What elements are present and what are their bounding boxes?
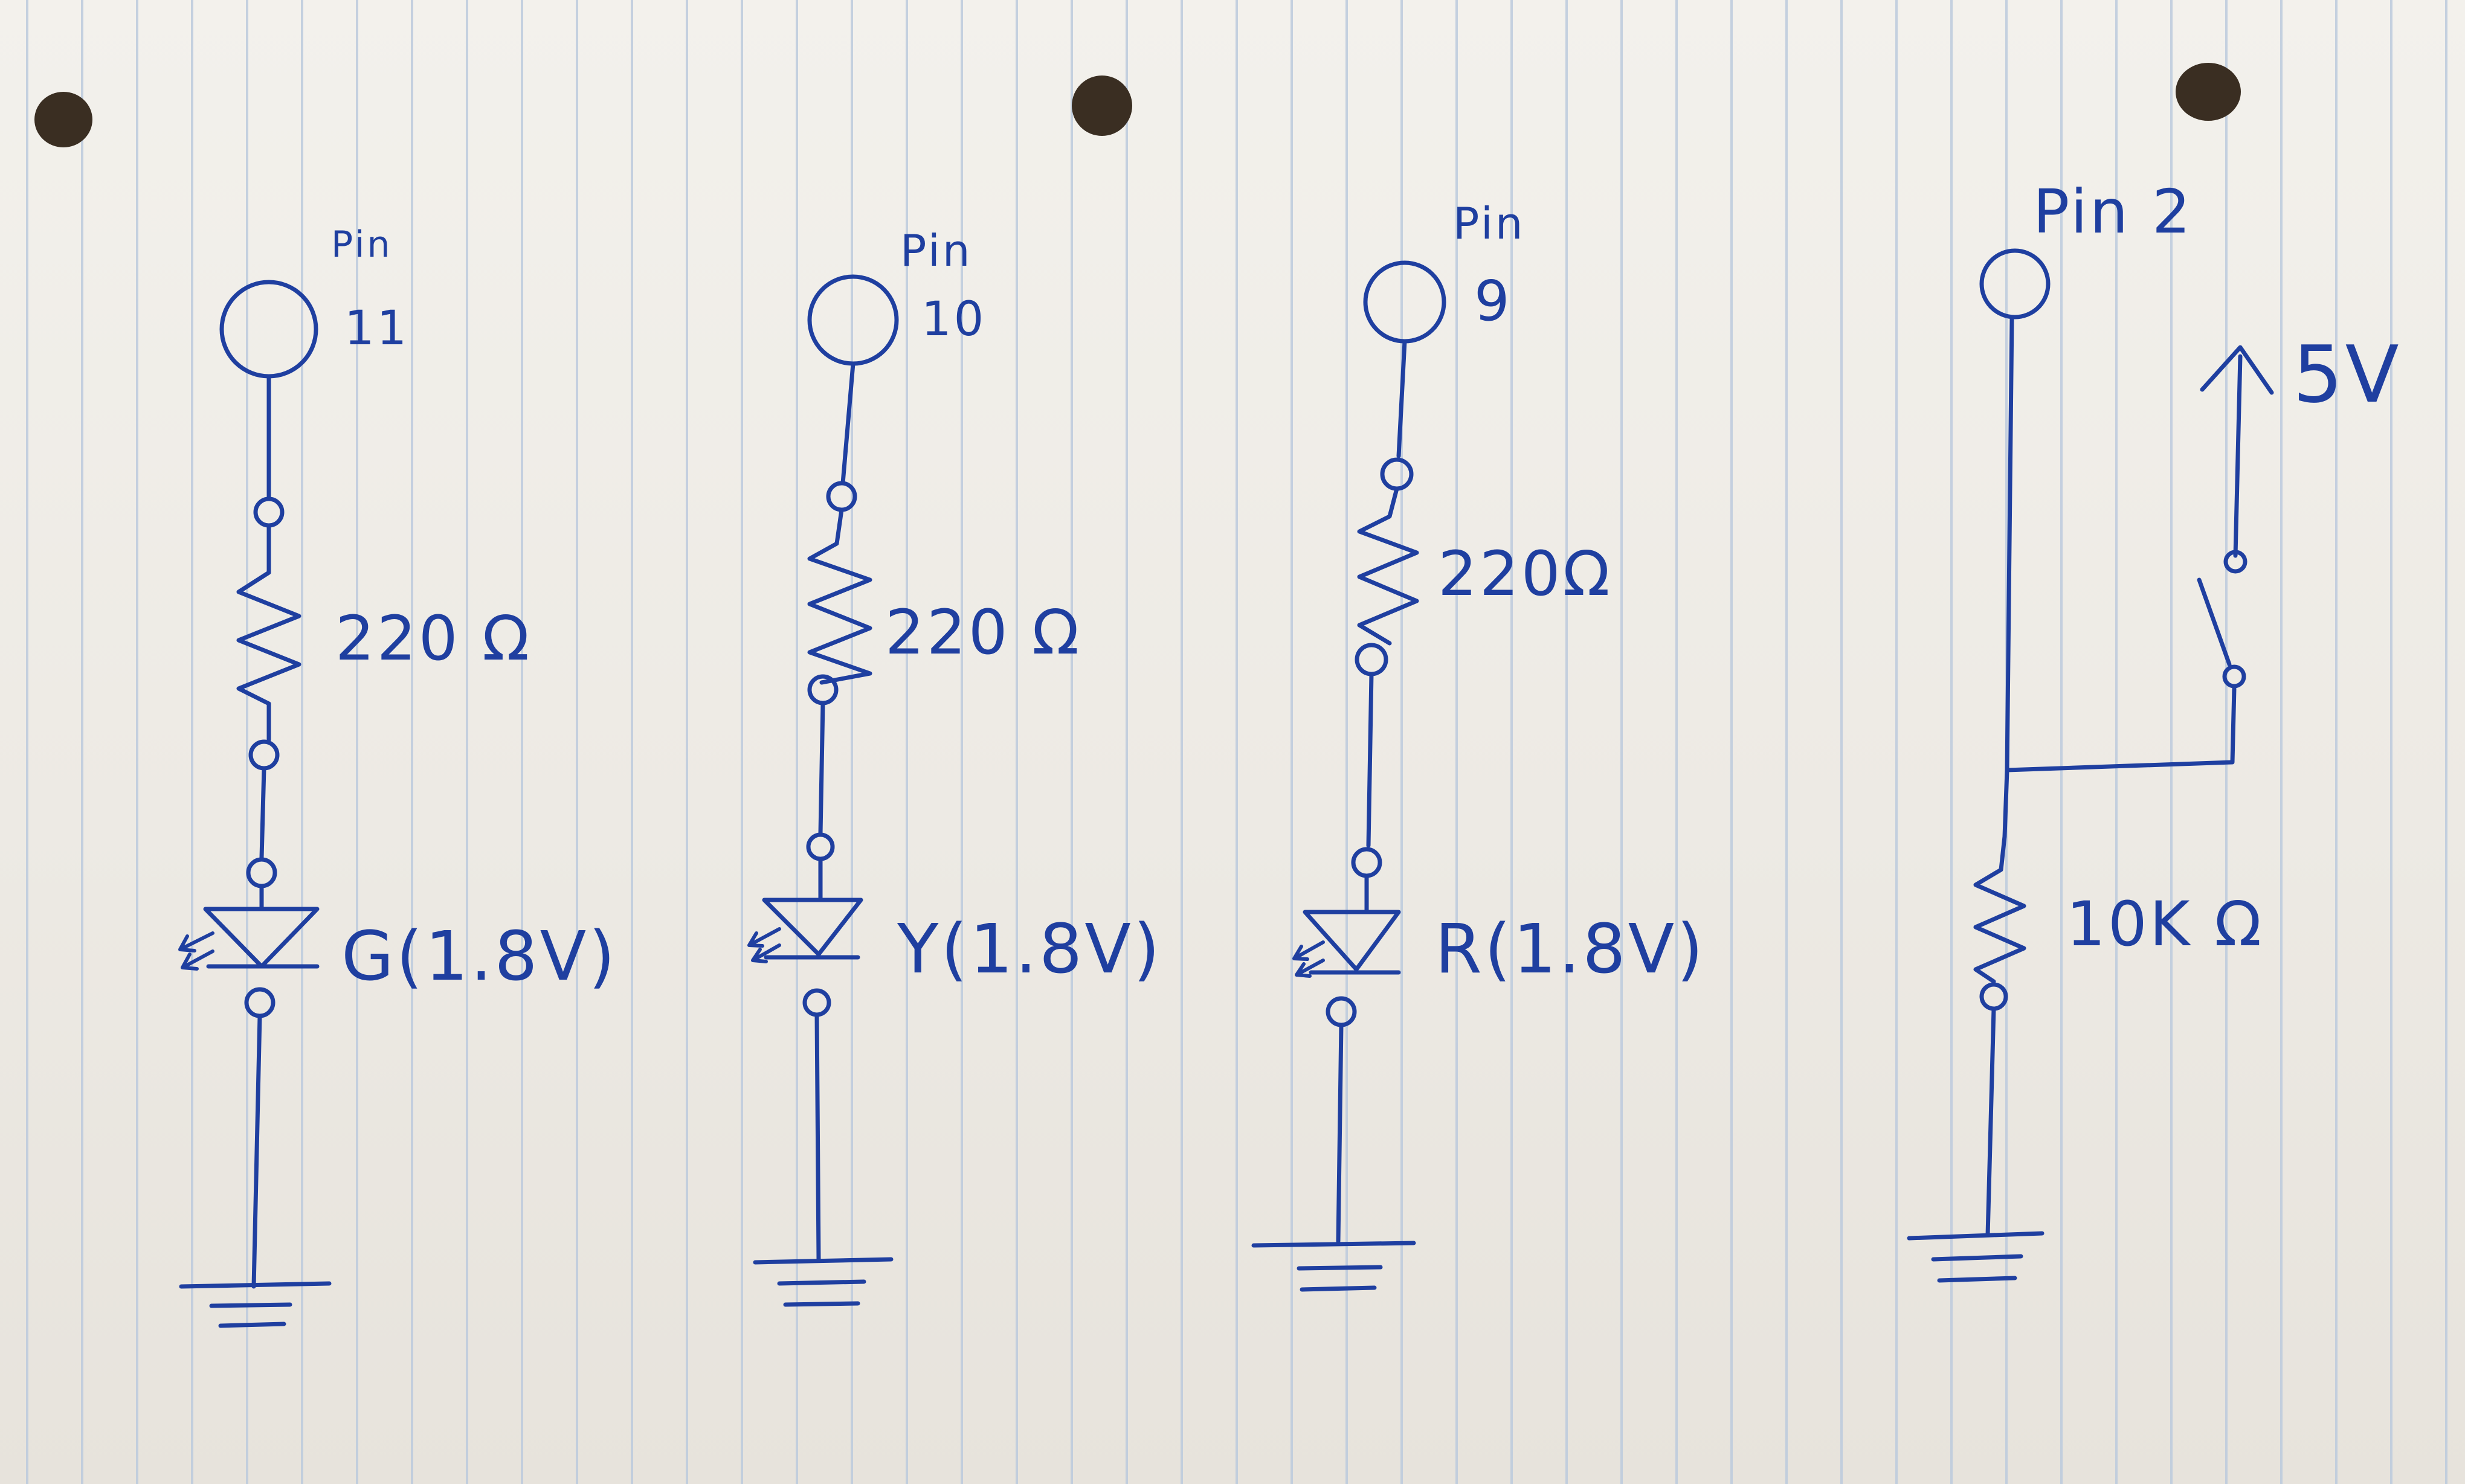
wire	[2002, 768, 2009, 839]
resistor-label: 220 Ω	[335, 603, 532, 675]
wire	[1336, 1023, 1344, 1244]
led-label: R(1.8V)	[1435, 910, 1706, 989]
wire	[2005, 315, 2014, 773]
junction-wire	[2005, 686, 2237, 773]
ground-symbol	[1907, 1231, 2044, 1283]
wire	[818, 701, 825, 836]
ground-symbol	[1251, 1241, 1416, 1292]
switch-contact	[2222, 664, 2246, 689]
resistor	[1357, 486, 1419, 646]
led-diode	[762, 856, 863, 960]
wire	[1396, 339, 1407, 458]
wire	[840, 361, 856, 486]
binder-hole	[2176, 63, 2241, 121]
resistor-label: 220Ω	[1438, 538, 1613, 610]
led-label: G(1.8V)	[341, 917, 617, 996]
switch-contact	[2223, 550, 2248, 574]
resistor-label: 10K Ω	[2066, 888, 2264, 960]
pin-number: 10	[921, 292, 986, 347]
led-diode	[1303, 873, 1401, 975]
resistor	[1973, 834, 2026, 984]
wire	[251, 1013, 262, 1289]
binder-holes	[34, 63, 2241, 147]
pin-label: Pin 2	[2033, 176, 2193, 247]
ground-symbol	[753, 1257, 894, 1307]
resistor	[236, 523, 301, 742]
wire	[259, 766, 266, 860]
circuit-pin-2-button: Pin 2 5V 10K Ω	[1907, 176, 2402, 1283]
resistor-label: 220 Ω	[885, 597, 1081, 669]
wire	[1366, 672, 1374, 848]
circuit-pin-9: Pin 9 220Ω R(1.8V)	[1251, 198, 1706, 1292]
led-light-arrows	[747, 927, 781, 963]
binder-hole	[34, 92, 92, 147]
pin-number: 9	[1474, 269, 1512, 333]
wire	[814, 1012, 821, 1262]
supply-arrow	[2200, 345, 2274, 558]
pin-label: Pin	[1453, 198, 1525, 249]
led-diode	[203, 884, 320, 969]
pin-terminal	[1979, 248, 2051, 320]
binder-hole	[1072, 75, 1132, 136]
led-light-arrows	[178, 931, 214, 971]
supply-label: 5V	[2293, 329, 2402, 420]
circuit-pin-11: Pin 11 220 Ω G(1.8V)	[178, 223, 617, 1328]
led-label: Y(1.8V)	[897, 910, 1162, 989]
led-light-arrows	[1292, 940, 1325, 978]
resistor	[807, 507, 872, 685]
pin-label: Pin	[900, 225, 972, 276]
pin-number: 11	[344, 301, 409, 356]
wire	[1985, 1006, 1996, 1238]
pin-label: Pin	[331, 223, 393, 266]
circuit-pin-10: Pin 10 220 Ω Y(1.8V)	[747, 225, 1162, 1307]
ground-symbol	[179, 1281, 332, 1328]
push-switch	[2197, 577, 2232, 667]
